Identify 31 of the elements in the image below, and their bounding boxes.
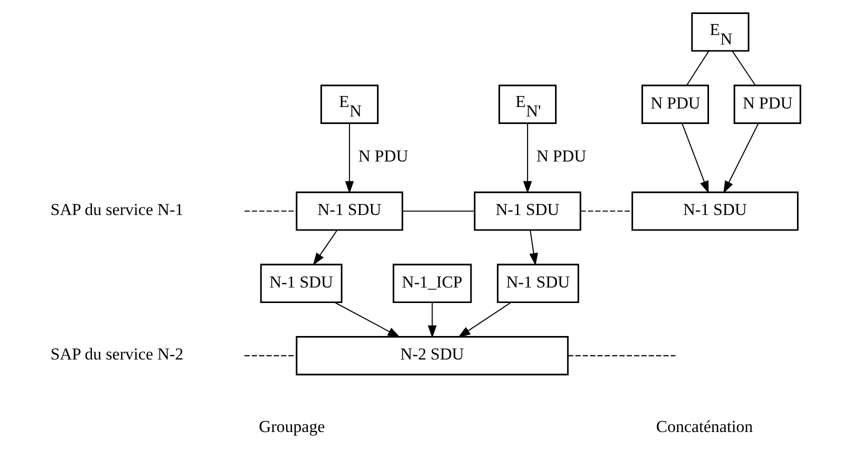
arrow (723, 122, 759, 193)
node-box: N-1 SDU (496, 263, 580, 303)
connector (732, 50, 756, 85)
label: Concaténation (656, 416, 753, 436)
arrow (523, 123, 532, 194)
connector (244, 354, 297, 356)
label: SAP du service N-2 (50, 344, 184, 364)
arrow (682, 122, 709, 194)
connector (568, 354, 676, 356)
node-box: N-1 SDU (260, 263, 342, 303)
node-box: N-1 SDU (296, 191, 404, 230)
arrow (428, 302, 437, 338)
label: SAP du service N-1 (50, 200, 184, 219)
node-box: N-1_ICP (392, 263, 472, 303)
connector (686, 50, 710, 85)
node-box: N PDU (734, 84, 802, 124)
label: Groupage (258, 416, 325, 436)
arrow (312, 229, 338, 265)
arrow (529, 230, 538, 266)
arrow (458, 301, 512, 338)
arrow (334, 301, 400, 338)
node-box: N-1 SDU (474, 191, 582, 230)
node-box: N PDU (641, 84, 709, 124)
connector (244, 210, 296, 212)
edge-label: N PDU (536, 146, 586, 166)
arrow (345, 123, 354, 194)
edge-label: N PDU (358, 146, 408, 166)
connector (580, 210, 632, 212)
node-box: N-2 SDU (296, 336, 569, 375)
connector (402, 210, 474, 212)
node-box: N-1 SDU (632, 191, 799, 230)
